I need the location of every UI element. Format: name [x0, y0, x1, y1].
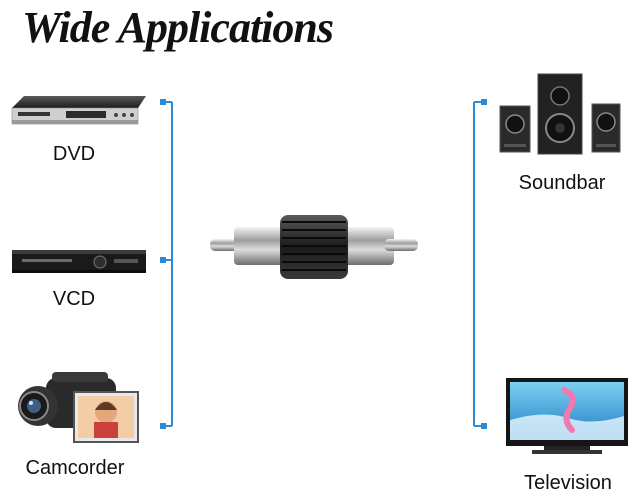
rca-coupler-adapter-icon	[210, 215, 418, 279]
device-label-vcd: VCD	[52, 288, 96, 310]
camcorder-icon	[18, 372, 139, 443]
dvd-player-icon	[11, 96, 146, 125]
vcd-player-icon	[12, 250, 146, 273]
device-label-dvd: DVD	[52, 143, 96, 165]
left-connector-bracket	[160, 99, 173, 429]
television-icon	[506, 378, 628, 454]
device-label-television: Television	[524, 472, 612, 494]
speaker-system-icon	[499, 73, 621, 155]
device-label-soundbar: Soundbar	[518, 172, 606, 194]
device-label-camcorder: Camcorder	[25, 457, 125, 479]
page-title: Wide Applications	[22, 3, 334, 52]
right-connector-bracket	[473, 99, 487, 429]
